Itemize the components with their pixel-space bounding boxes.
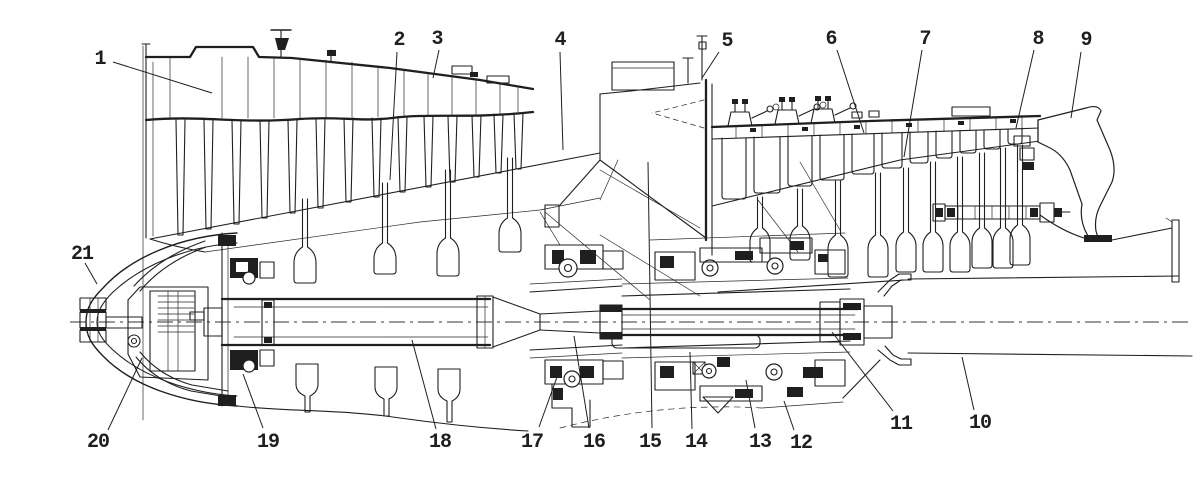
callout-19-label: 19 <box>257 431 279 454</box>
rear-bearing-assemblies <box>621 232 881 414</box>
callout-21-leader <box>84 262 98 285</box>
callout-11-leader <box>831 331 894 412</box>
tail-cone <box>877 273 1193 366</box>
mid-bearing-assembly <box>529 211 624 428</box>
combustion-section <box>710 106 1042 293</box>
callout-8-label: 8 <box>1032 28 1043 51</box>
front-bearing-assembly <box>230 258 275 373</box>
callout-14-label: 14 <box>685 431 708 454</box>
compressor-blade-stages <box>169 56 524 236</box>
compressor-rotor-disks-upper <box>293 157 522 284</box>
callout-1-leader <box>112 61 213 94</box>
callout-18-leader <box>411 339 437 430</box>
callout-15-label: 15 <box>639 431 661 454</box>
callout-12-label: 12 <box>790 432 812 455</box>
callout-9-leader <box>1070 51 1082 119</box>
callout-6-leader <box>836 49 865 134</box>
callout-9-label: 9 <box>1080 29 1091 52</box>
compressor-casing <box>144 29 535 239</box>
callout-20-leader <box>107 357 143 431</box>
callout-12-leader <box>783 400 795 431</box>
callout-6-label: 6 <box>825 28 836 51</box>
callout-4-leader <box>559 51 564 151</box>
main-shaft <box>189 295 893 349</box>
callout-2-label: 2 <box>393 29 404 52</box>
callout-20-label: 20 <box>87 431 109 454</box>
diffuser-section <box>544 35 713 301</box>
callout-1-label: 1 <box>94 48 106 71</box>
callout-7-label: 7 <box>919 28 930 51</box>
callout-8-leader <box>1015 49 1035 129</box>
callout-15-leader <box>647 161 653 429</box>
callout-18-label: 18 <box>429 431 451 454</box>
callout-11-label: 11 <box>890 413 913 436</box>
callout-3-label: 3 <box>431 28 442 51</box>
compressor-hub-line <box>149 152 601 253</box>
callout-13-label: 13 <box>749 431 771 454</box>
inlet-plane-line <box>141 43 151 421</box>
callout-10-leader <box>961 356 975 411</box>
callout-17-label: 17 <box>521 431 543 454</box>
callout-10-label: 10 <box>969 412 991 435</box>
lower-outline-and-disks <box>236 363 844 432</box>
callout-16-label: 16 <box>583 431 605 454</box>
fuel-injectors <box>727 96 880 127</box>
callout-21-label: 21 <box>71 243 94 266</box>
callout-5-leader <box>701 51 720 79</box>
callout-16-leader <box>573 335 590 429</box>
callout-2-leader <box>389 51 398 181</box>
callout-4-label: 4 <box>554 29 566 52</box>
callout-14-leader <box>689 351 693 430</box>
callout-7-leader <box>903 49 923 158</box>
exhaust-nozzle <box>1037 105 1180 283</box>
callout-13-leader <box>745 379 756 429</box>
callout-5-label: 5 <box>721 30 732 53</box>
nose-cone-and-gearbox <box>79 232 238 407</box>
callout-19-leader <box>242 373 264 429</box>
callout-3-leader <box>432 49 440 79</box>
callout-17-leader <box>538 365 562 428</box>
